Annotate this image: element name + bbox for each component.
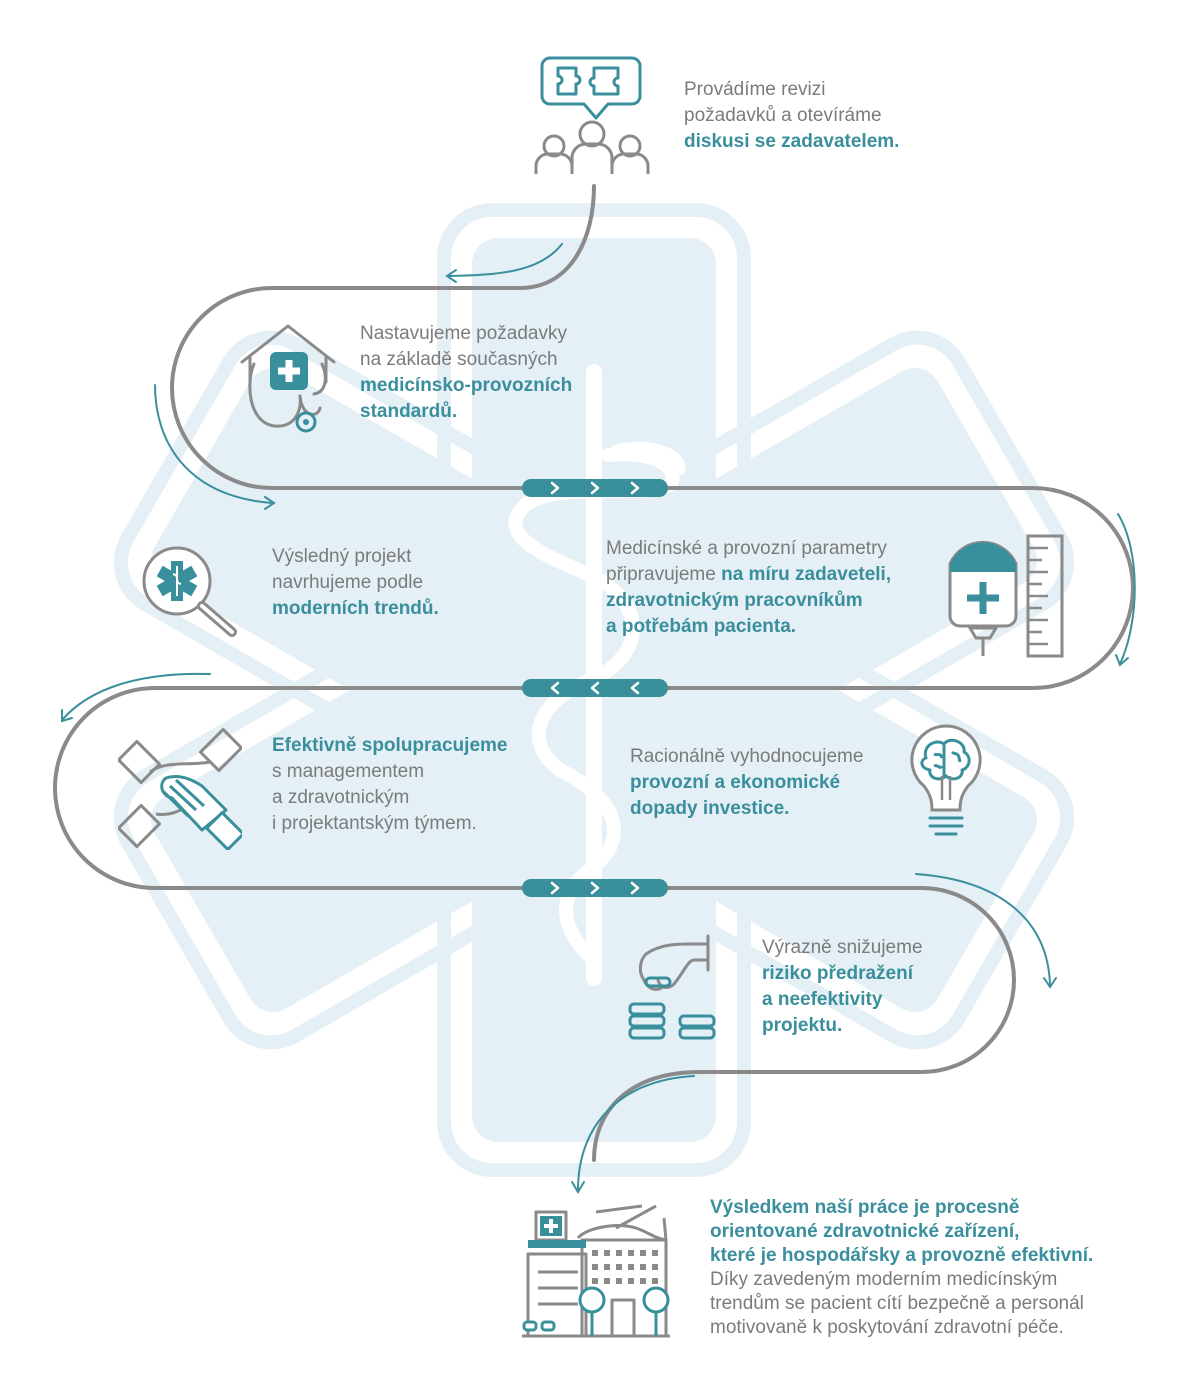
highlighted-text: moderních trendů. [272,598,439,619]
step-line: a neefektivity [762,987,923,1013]
text-segment: s managementem [272,761,425,782]
step-line: připravujeme na míru zadaveteli, [606,562,891,588]
step-text-risk: Výrazně snižujeme riziko předražení a neef… [762,935,923,1039]
highlighted-text: zdravotnickým pracovníkům [606,590,863,611]
highlighted-text: orientované zdravotnické zařízení, [710,1221,1020,1242]
highlighted-text: medicínsko-provozních [360,375,573,396]
step-line: Provádíme revizi [684,77,899,103]
discussion-people-icon [534,56,650,174]
highlighted-text: na míru zadaveteli, [721,564,892,585]
text-segment: i projektantským týmem. [272,813,477,834]
infusion-bag-icon [948,534,1064,658]
hospital-building-icon [522,1204,670,1338]
step-line: navrhujeme podle [272,570,439,596]
highlighted-text: dopady investice. [630,798,790,819]
step-line: moderních trendů. [272,596,439,622]
text-segment: na základě současných [360,349,558,370]
text-segment: a zdravotnickým [272,787,410,808]
flow-marker-2 [522,679,668,697]
step-line: medicínsko-provozních [360,373,572,399]
step-line: s managementem [272,759,507,785]
step-line: Výsledný projekt [272,544,439,570]
step-line: Racionálně vyhodnocujeme [630,744,863,770]
step-line: požadavků a otevíráme [684,103,899,129]
direction-arrows [61,243,1136,1194]
text-segment: trendům se pacient cítí bezpečně a perso… [710,1293,1084,1314]
step-line: projektu. [762,1013,923,1039]
step-line: motivovaně k poskytování zdravotní péče. [710,1316,1093,1340]
step-line: dopady investice. [630,796,863,822]
step-text-trends: Výsledný projekt navrhujeme podle moderníc… [272,544,439,622]
step-text-evaluation: Racionálně vyhodnocujeme provozní a ekono… [630,744,863,822]
hands-teamwork-icon [118,727,242,850]
step-line: na základě současných [360,347,572,373]
text-segment: Výrazně snižujeme [762,937,923,958]
text-segment: připravujeme [606,564,722,585]
step-text-review: Provádíme revizi požadavků a otevíráme dis… [684,77,899,155]
step-line: Medicínské a provozní parametry [606,536,891,562]
step-line: a potřebám pacienta. [606,614,891,640]
step-line: diskusi se zadavatelem. [684,129,899,155]
text-segment: navrhujeme podle [272,572,424,593]
step-line: Efektivně spolupracujeme [272,733,507,759]
step-text-standards: Nastavujeme požadavky na základě současný… [360,321,572,425]
highlighted-text: Efektivně spolupracujeme [272,735,508,756]
text-segment: požadavků a otevíráme [684,105,882,126]
step-line: i projektantským týmem. [272,811,507,837]
highlighted-text: a potřebám pacienta. [606,616,797,637]
step-line: Nastavujeme požadavky [360,321,572,347]
highlighted-text: projektu. [762,1015,843,1036]
highlighted-text: a neefektivity [762,989,883,1010]
step-line: riziko předražení [762,961,923,987]
flow-marker-1 [522,479,668,497]
text-segment: motivovaně k poskytování zdravotní péče. [710,1317,1064,1338]
step-line: trendům se pacient cítí bezpečně a perso… [710,1292,1093,1316]
text-segment: Provádíme revizi [684,79,826,100]
step-line: Díky zavedeným moderním medicínským [710,1268,1093,1292]
text-segment: Výsledný projekt [272,546,412,567]
text-segment: Racionálně vyhodnocujeme [630,746,864,767]
text-segment: Medicínské a provozní parametry [606,538,887,559]
step-text-cooperation: Efektivně spolupracujeme s managementem a … [272,733,507,837]
text-segment: Nastavujeme požadavky [360,323,567,344]
flow-marker-3 [522,879,668,897]
magnifier-star-of-life-icon [142,546,237,637]
highlighted-text: které je hospodářsky a provozně efektivn… [710,1245,1094,1266]
step-line: zdravotnickým pracovníkům [606,588,891,614]
step-line: Výrazně snižujeme [762,935,923,961]
step-line: a zdravotnickým [272,785,507,811]
step-line: orientované zdravotnické zařízení, [710,1220,1093,1244]
step-line: které je hospodářsky a provozně efektivn… [710,1244,1093,1268]
highlighted-text: diskusi se zadavatelem. [684,131,900,152]
lightbulb-brain-icon [910,724,982,836]
house-stethoscope-icon [240,324,336,433]
text-segment: Díky zavedeným moderním medicínským [710,1269,1058,1290]
highlighted-text: riziko předražení [762,963,913,984]
highlighted-text: standardů. [360,401,458,422]
highlighted-text: provozní a ekonomické [630,772,841,793]
step-line: provozní a ekonomické [630,770,863,796]
step-text-parameters: Medicínské a provozní parametry připravuj… [606,536,891,640]
step-text-result: Výsledkem naší práce je procesně orientov… [710,1196,1093,1340]
highlighted-text: Výsledkem naší práce je procesně [710,1197,1020,1218]
step-line: Výsledkem naší práce je procesně [710,1196,1093,1220]
step-line: standardů. [360,399,572,425]
coins-hand-icon [628,934,716,1040]
